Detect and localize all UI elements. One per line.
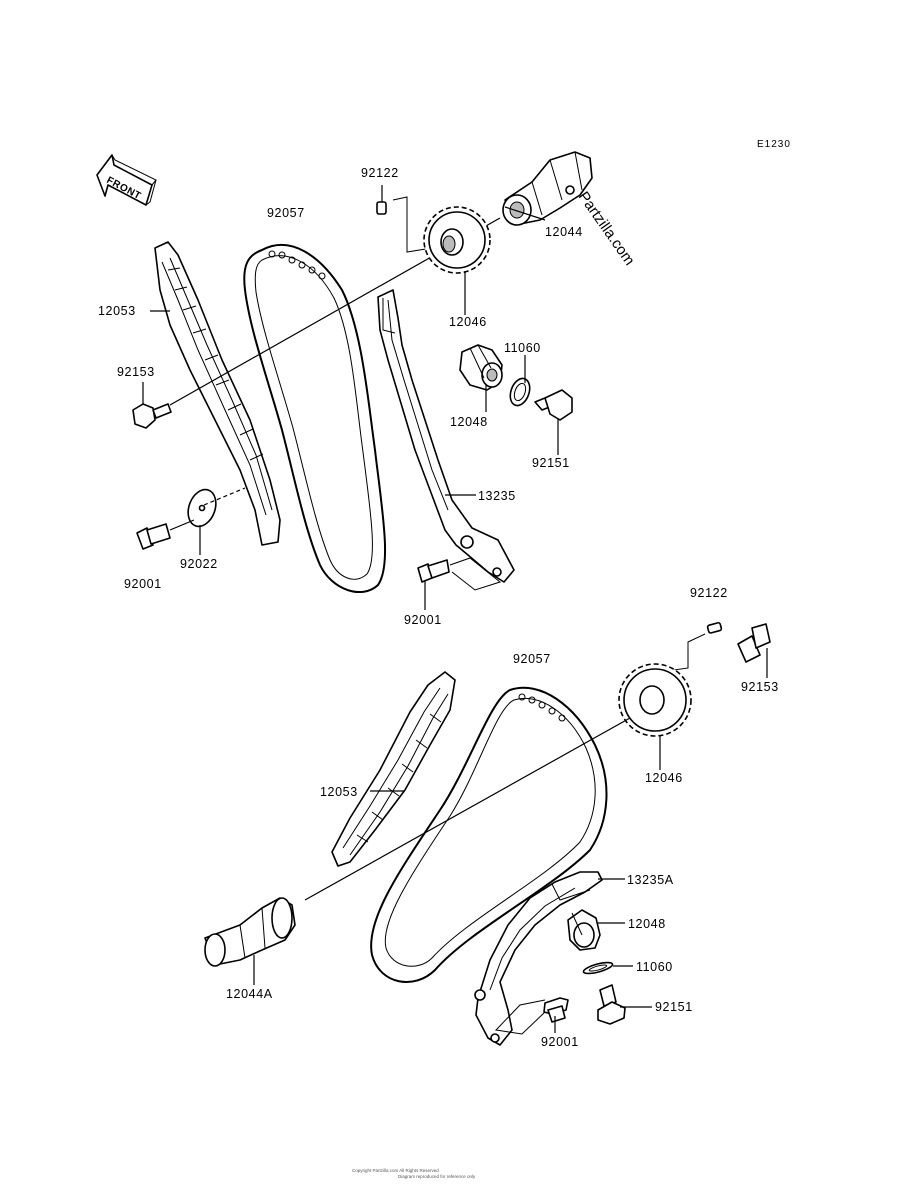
label-92001-upper-right: 92001 — [404, 613, 442, 627]
watermark: Partzilla.com — [575, 189, 638, 269]
bolt-92001-upper-left — [136, 519, 195, 550]
label-92153-upper: 92153 — [117, 365, 155, 379]
bolt-92153-lower — [737, 623, 771, 663]
tensioner-arm-13235-upper — [377, 289, 515, 583]
cam-chain-92057-lower — [370, 686, 608, 983]
camshaft-12044-upper — [502, 151, 593, 226]
washer-92022 — [187, 487, 246, 528]
label-92001-lower: 92001 — [541, 1035, 579, 1049]
chain-guide-12053-upper — [154, 241, 281, 546]
chain-links-upper — [268, 250, 326, 280]
bolt-92151-upper — [534, 389, 573, 421]
part-labels: 92122 92057 12044 12053 12046 11060 9215… — [98, 166, 779, 1049]
bolt-92001-lower — [494, 997, 569, 1035]
gasket-11060-lower — [582, 961, 614, 975]
label-92153-lower: 92153 — [741, 680, 779, 694]
label-11060-upper: 11060 — [504, 341, 541, 355]
tensioner-arm-13235A-lower — [474, 871, 603, 1046]
diagram-code: E1230 — [757, 139, 791, 150]
chain-links-lower — [518, 693, 566, 722]
front-arrow-icon: FRONT — [96, 154, 157, 206]
axis-line-lower — [304, 717, 631, 901]
bolt-92001-upper-right — [417, 557, 502, 591]
leader-lines — [142, 185, 768, 1033]
tensioner-12048-lower — [567, 909, 601, 951]
label-92151-lower: 92151 — [655, 1000, 693, 1014]
camshaft-12044A-lower — [204, 897, 296, 967]
label-12046-lower: 12046 — [645, 771, 683, 785]
label-92022: 92022 — [180, 557, 218, 571]
gasket-11060-upper — [509, 377, 531, 407]
label-92001-upper-left: 92001 — [124, 577, 162, 591]
sprocket-12046-lower — [618, 663, 692, 737]
pin-92122-lower — [659, 621, 723, 673]
label-12044-upper: 12044 — [545, 225, 583, 239]
cam-chain-92057-upper — [243, 244, 386, 594]
label-92057-upper: 92057 — [267, 206, 305, 220]
label-92122-upper: 92122 — [361, 166, 399, 180]
label-11060-lower: 11060 — [636, 960, 673, 974]
label-12053-lower: 12053 — [320, 785, 358, 799]
label-12053-upper: 12053 — [98, 304, 136, 318]
label-92057-lower: 92057 — [513, 652, 551, 666]
footer-copyright-line2: Diagram reproduced for reference only — [398, 1174, 476, 1179]
chain-guide-12053-lower — [331, 671, 456, 867]
label-13235-upper: 13235 — [478, 489, 516, 503]
label-12044A-lower: 12044A — [226, 987, 273, 1001]
bolt-92153-upper — [132, 403, 172, 429]
label-13235A-lower: 13235A — [627, 873, 674, 887]
label-12048-upper: 12048 — [450, 415, 488, 429]
tensioner-12048-upper — [459, 344, 503, 391]
label-12046-upper: 12046 — [449, 315, 487, 329]
bolt-92151-lower — [597, 984, 626, 1025]
label-92151-upper: 92151 — [532, 456, 570, 470]
label-92122-lower: 92122 — [690, 586, 728, 600]
label-12048-lower: 12048 — [628, 917, 666, 931]
footer-copyright-line1: Copyright Partzilla.com All Rights Reser… — [352, 1168, 439, 1173]
sprocket-12046-upper — [423, 206, 491, 274]
